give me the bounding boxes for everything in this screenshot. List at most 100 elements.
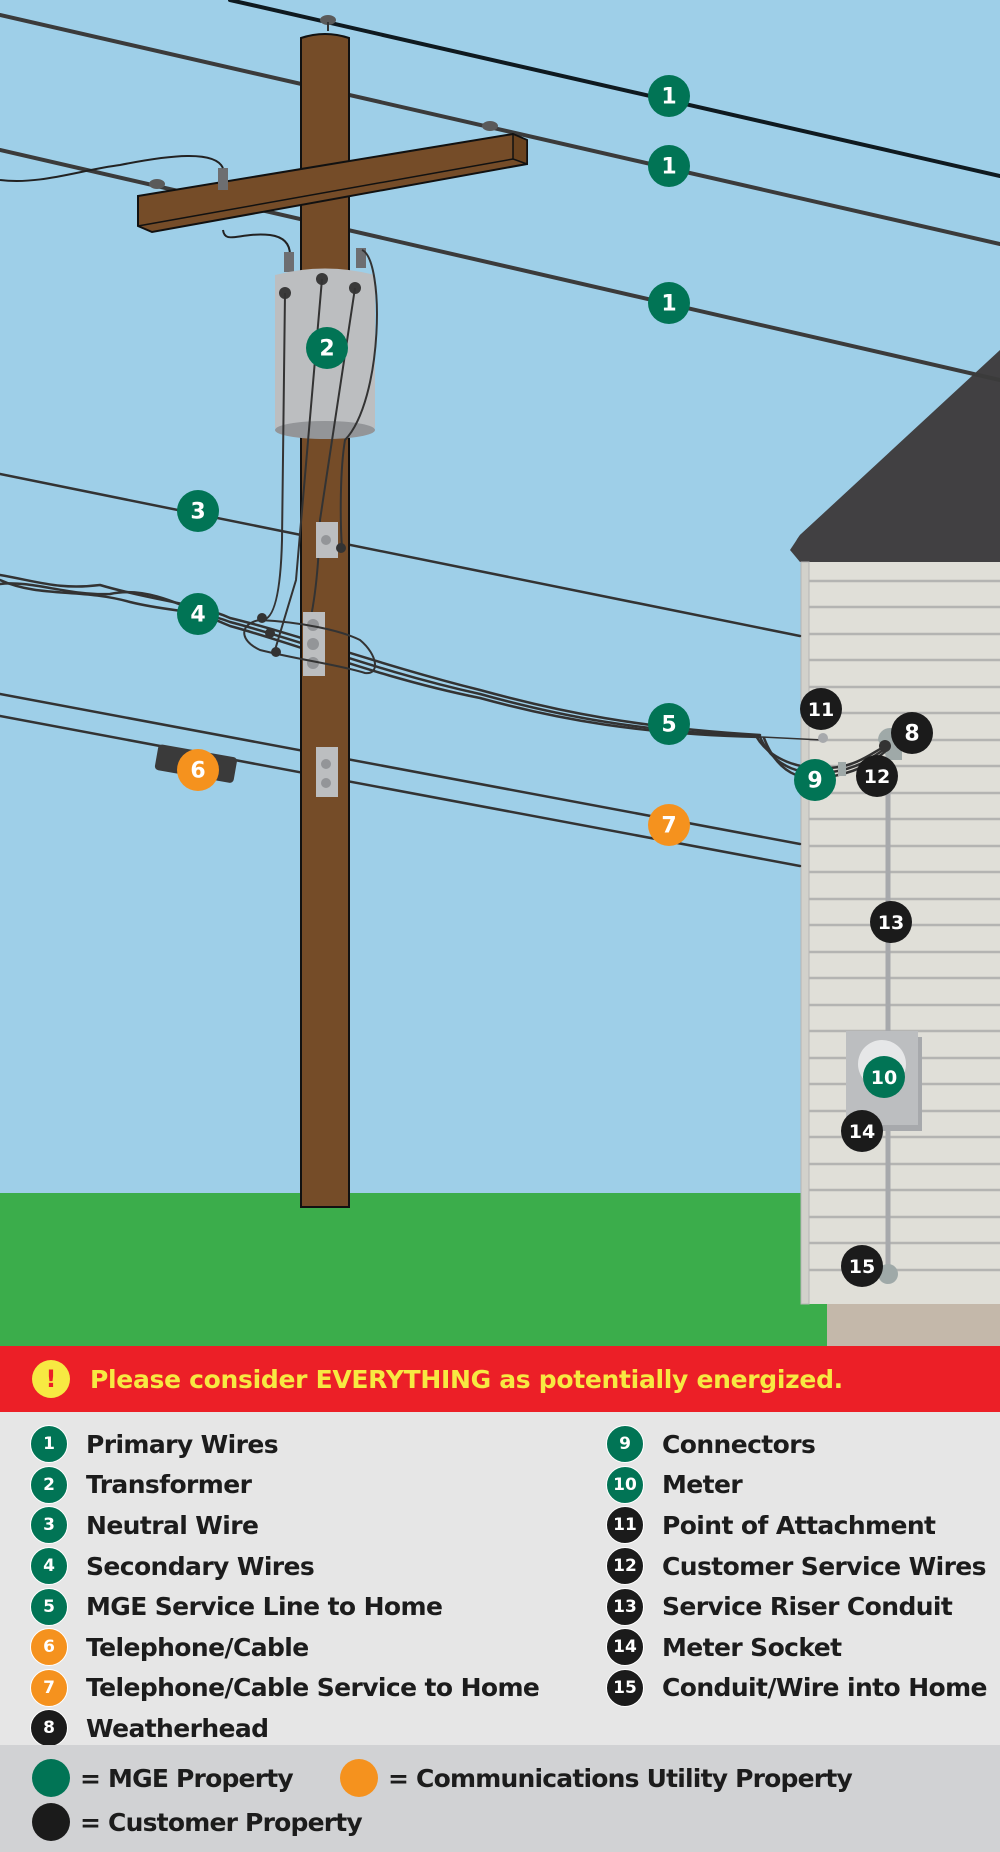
callout-badge-10: 10	[863, 1056, 905, 1098]
callout-badge-9: 9	[794, 759, 836, 801]
legend-item: 12 Customer Service Wires	[606, 1546, 987, 1587]
warning-text: Please consider EVERYTHING as potentiall…	[90, 1364, 843, 1394]
svg-text:1: 1	[661, 292, 676, 317]
legend: 1 Primary Wires 2 Transformer 3 Neutral Wir…	[0, 1412, 1000, 1748]
legend-item: 9 Connectors	[606, 1424, 987, 1465]
key-label: = Customer Property	[80, 1807, 363, 1837]
connector	[838, 762, 846, 776]
conduit-entry	[878, 1264, 898, 1284]
legend-label: MGE Service Line to Home	[86, 1592, 443, 1622]
svg-text:5: 5	[661, 713, 676, 738]
callout-badge-1a: 1	[648, 75, 690, 117]
legend-label: Transformer	[86, 1470, 252, 1500]
svg-text:12: 12	[864, 766, 890, 788]
legend-item: 14 Meter Socket	[606, 1627, 987, 1668]
color-key: = MGE Property = Communications Utility …	[0, 1745, 1000, 1852]
legend-label: Service Riser Conduit	[662, 1592, 953, 1622]
callout-badge-12: 12	[856, 755, 898, 797]
key-communications-property: = Communications Utility Property	[340, 1759, 853, 1797]
callout-badge-5: 5	[648, 703, 690, 745]
key-customer-property: = Customer Property	[32, 1803, 363, 1841]
svg-text:13: 13	[878, 912, 904, 934]
warning-exclamation-icon: !	[32, 1360, 70, 1398]
legend-label: Meter	[662, 1470, 743, 1500]
svg-text:9: 9	[807, 769, 822, 794]
svg-text:4: 4	[190, 603, 205, 628]
legend-item: 8 Weatherhead	[30, 1708, 539, 1749]
green-dot-icon	[32, 1759, 70, 1797]
svg-text:3: 3	[190, 500, 205, 525]
legend-item: 11 Point of Attachment	[606, 1505, 987, 1546]
callout-badge-1b: 1	[648, 145, 690, 187]
callout-badge-14: 14	[841, 1110, 883, 1152]
callout-badge-2: 2	[306, 327, 348, 369]
legend-number-badge: 13	[606, 1587, 644, 1626]
legend-label: Telephone/Cable Service to Home	[86, 1673, 540, 1703]
legend-item: 1 Primary Wires	[30, 1424, 539, 1465]
legend-item: 13 Service Riser Conduit	[606, 1586, 987, 1627]
svg-text:14: 14	[849, 1121, 875, 1143]
legend-label: Conduit/Wire into Home	[662, 1673, 988, 1703]
legend-label: Telephone/Cable	[86, 1632, 309, 1662]
legend-number-badge: 14	[606, 1628, 644, 1667]
legend-item: 15 Conduit/Wire into Home	[606, 1668, 988, 1709]
legend-number-badge: 9	[606, 1425, 644, 1464]
svg-text:15: 15	[849, 1256, 875, 1278]
legend-item: 3 Neutral Wire	[30, 1505, 539, 1546]
legend-number-badge: 6	[30, 1628, 68, 1667]
legend-item: 10 Meter	[606, 1465, 987, 1506]
svg-text:2: 2	[319, 337, 334, 362]
legend-number-badge: 3	[30, 1506, 68, 1545]
legend-label: Weatherhead	[86, 1713, 269, 1743]
svg-text:6: 6	[190, 759, 205, 784]
legend-number-badge: 2	[30, 1465, 68, 1504]
legend-label: Primary Wires	[86, 1429, 279, 1459]
legend-item: 7 Telephone/Cable Service to Home	[30, 1668, 540, 1709]
svg-text:10: 10	[871, 1067, 897, 1089]
legend-label: Connectors	[662, 1429, 816, 1459]
legend-number-badge: 11	[606, 1506, 644, 1545]
callout-badge-8: 8	[891, 712, 933, 754]
legend-number-badge: 15	[606, 1668, 644, 1707]
key-mge-property: = MGE Property	[32, 1759, 294, 1797]
legend-label: Point of Attachment	[662, 1510, 936, 1540]
legend-number-badge: 7	[30, 1668, 68, 1707]
key-label: = MGE Property	[80, 1763, 294, 1793]
legend-column-left: 1 Primary Wires 2 Transformer 3 Neutral Wir…	[30, 1424, 540, 1749]
svg-text:8: 8	[904, 722, 919, 747]
key-label: = Communications Utility Property	[388, 1763, 853, 1793]
svg-text:11: 11	[808, 699, 834, 721]
svg-text:7: 7	[661, 814, 676, 839]
black-dot-icon	[32, 1803, 70, 1841]
legend-number-badge: 4	[30, 1547, 68, 1586]
callout-badge-11: 11	[800, 688, 842, 730]
legend-label: Neutral Wire	[86, 1510, 259, 1540]
callout-badge-13: 13	[870, 901, 912, 943]
callout-badge-1c: 1	[648, 282, 690, 324]
utility-pole	[0, 15, 528, 1208]
legend-item: 2 Transformer	[30, 1465, 539, 1506]
callout-badge-6: 6	[177, 749, 219, 791]
svg-text:1: 1	[661, 85, 676, 110]
callout-badge-15: 15	[841, 1245, 883, 1287]
legend-item: 5 MGE Service Line to Home	[30, 1586, 539, 1627]
callout-badge-3: 3	[177, 490, 219, 532]
legend-number-badge: 8	[30, 1709, 68, 1748]
legend-number-badge: 10	[606, 1465, 644, 1504]
legend-item: 6 Telephone/Cable	[30, 1627, 539, 1668]
point-of-attachment	[818, 733, 828, 743]
legend-label: Customer Service Wires	[662, 1551, 987, 1581]
legend-column-right: 9 Connectors 10 Meter 11 Point of Attachmen…	[606, 1424, 988, 1709]
legend-label: Secondary Wires	[86, 1551, 315, 1581]
legend-number-badge: 5	[30, 1587, 68, 1626]
house-foundation	[827, 1304, 1000, 1346]
legend-item: 4 Secondary Wires	[30, 1546, 539, 1587]
legend-number-badge: 1	[30, 1425, 68, 1464]
callout-badge-7: 7	[648, 804, 690, 846]
warning-banner: ! Please consider EVERYTHING as potentia…	[0, 1346, 1000, 1412]
callout-badge-4: 4	[177, 593, 219, 635]
legend-label: Meter Socket	[662, 1632, 842, 1662]
legend-number-badge: 12	[606, 1547, 644, 1586]
